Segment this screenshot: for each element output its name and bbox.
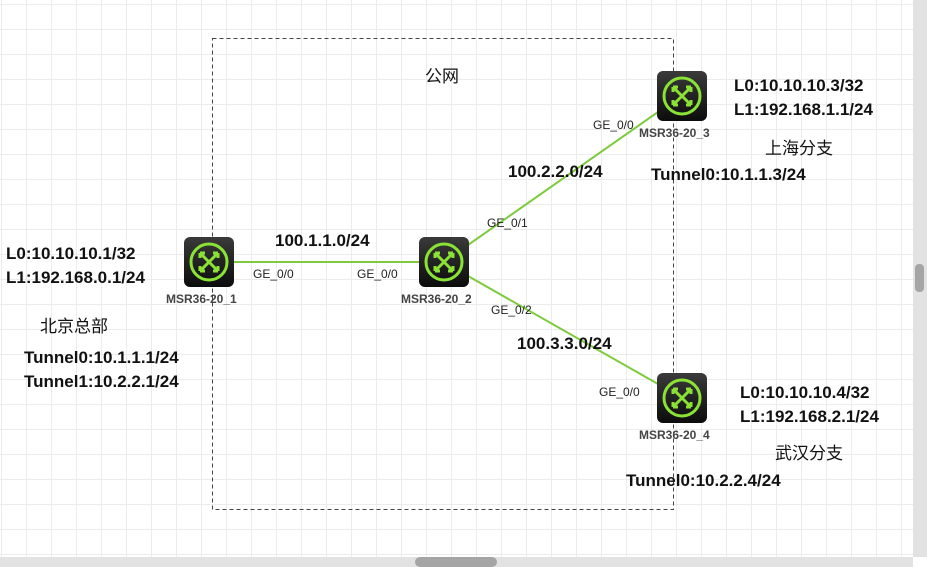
beijing-tunnel1: Tunnel1:10.2.2.1/24 (24, 372, 179, 391)
wuhan-tunnel0: Tunnel0:10.2.2.4/24 (626, 471, 781, 490)
shanghai-l0: L0:10.10.10.3/32 (734, 76, 864, 95)
wuhan-l1: L1:192.168.2.1/24 (740, 407, 879, 426)
router-msr36-20-1[interactable] (184, 237, 234, 287)
router-msr36-20-2[interactable] (419, 237, 469, 287)
shanghai-tunnel0: Tunnel0:10.1.1.3/24 (651, 165, 806, 184)
port-label: GE_0/0 (599, 385, 640, 399)
shanghai-site-name: 上海分支 (765, 139, 833, 159)
router-msr36-20-4[interactable] (657, 373, 707, 423)
router-icon (662, 378, 702, 418)
vertical-scrollbar[interactable] (913, 0, 927, 557)
public-network-area (212, 38, 674, 510)
router-icon (662, 76, 702, 116)
beijing-l1: L1:192.168.0.1/24 (6, 268, 145, 287)
link-r2-r4 (467, 275, 659, 385)
vertical-scroll-thumb[interactable] (915, 264, 924, 292)
beijing-l0: L0:10.10.10.1/32 (6, 244, 136, 263)
beijing-site-name: 北京总部 (40, 317, 108, 337)
port-label: GE_0/0 (593, 118, 634, 132)
port-label: GE_0/2 (491, 303, 532, 317)
network-label: 100.3.3.0/24 (517, 334, 612, 353)
router-name: MSR36-20_2 (401, 292, 472, 306)
beijing-tunnel0: Tunnel0:10.1.1.1/24 (24, 348, 179, 367)
horizontal-scroll-thumb[interactable] (415, 557, 497, 567)
port-label: GE_0/1 (487, 216, 528, 230)
port-label: GE_0/0 (253, 267, 294, 281)
wuhan-site-name: 武汉分支 (775, 444, 843, 464)
links-layer (212, 38, 674, 510)
wuhan-l0: L0:10.10.10.4/32 (740, 383, 870, 402)
public-network-label: 公网 (425, 67, 459, 87)
network-label: 100.1.1.0/24 (275, 231, 370, 250)
router-msr36-20-3[interactable] (657, 71, 707, 121)
shanghai-l1: L1:192.168.1.1/24 (734, 100, 873, 119)
horizontal-scrollbar[interactable] (0, 557, 913, 567)
router-name: MSR36-20_1 (166, 292, 237, 306)
router-icon (424, 242, 464, 282)
router-icon (189, 242, 229, 282)
router-name: MSR36-20_4 (639, 428, 710, 442)
network-label: 100.2.2.0/24 (508, 162, 603, 181)
router-name: MSR36-20_3 (639, 126, 710, 140)
port-label: GE_0/0 (357, 267, 398, 281)
topology-canvas[interactable]: 公网 MSR36-20_1 MSR36-20_2 MSR36-20_3 MSR3… (0, 0, 913, 557)
link-r2-r3 (467, 111, 659, 246)
